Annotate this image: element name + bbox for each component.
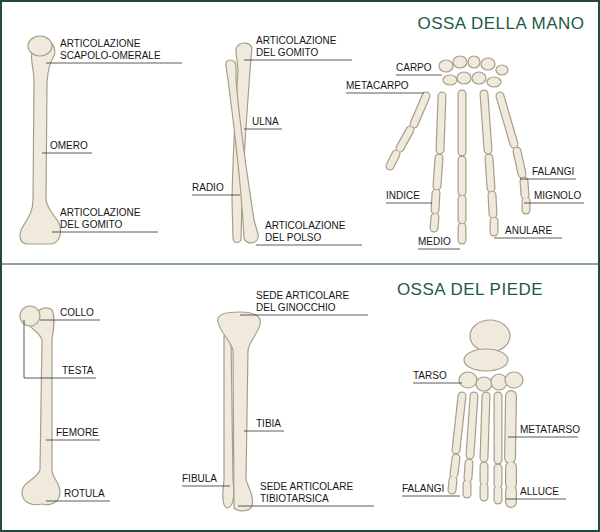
part-label: ARTICOLAZIONE DEL GOMITO bbox=[60, 207, 160, 231]
part-label: METATARSO bbox=[520, 424, 580, 436]
part-label: SEDE ARTICOLARE DEL GINOCCHIO bbox=[256, 290, 371, 314]
part-label: ALLUCE bbox=[520, 486, 559, 498]
part-label: ROTULA bbox=[64, 488, 105, 500]
part-label: CARPO bbox=[396, 62, 432, 74]
part-label: ANULARE bbox=[505, 225, 552, 237]
part-label: TARSO bbox=[413, 370, 447, 382]
part-label: TIBIA bbox=[256, 418, 281, 430]
part-label: ARTICOLAZIONE DEL POLSO bbox=[265, 220, 365, 244]
part-label: ULNA bbox=[252, 116, 279, 128]
part-label: COLLO bbox=[60, 307, 94, 319]
part-label: METACARPO bbox=[346, 80, 409, 92]
part-label: FEMORE bbox=[56, 427, 99, 439]
part-label: OMERO bbox=[50, 140, 88, 152]
section-title: OSSA DELLA MANO bbox=[412, 14, 590, 34]
part-label: TESTA bbox=[62, 365, 93, 377]
part-label: MEDIO bbox=[418, 236, 451, 248]
part-label: INDICE bbox=[386, 190, 420, 202]
part-label: FIBULA bbox=[182, 473, 217, 485]
part-label: ARTICOLAZIONE DEL GOMITO bbox=[256, 35, 356, 59]
part-label: MIGNOLO bbox=[534, 190, 581, 202]
part-label: FALANGI bbox=[402, 483, 444, 495]
section-title: OSSA DEL PIEDE bbox=[395, 280, 545, 300]
part-label: RADIO bbox=[192, 182, 224, 194]
part-label: ARTICOLAZIONE SCAPOLO-OMERALE bbox=[60, 38, 185, 62]
part-label: FALANGI bbox=[532, 166, 574, 178]
part-label: SEDE ARTICOLARE TIBIOTARSICA bbox=[260, 481, 375, 505]
